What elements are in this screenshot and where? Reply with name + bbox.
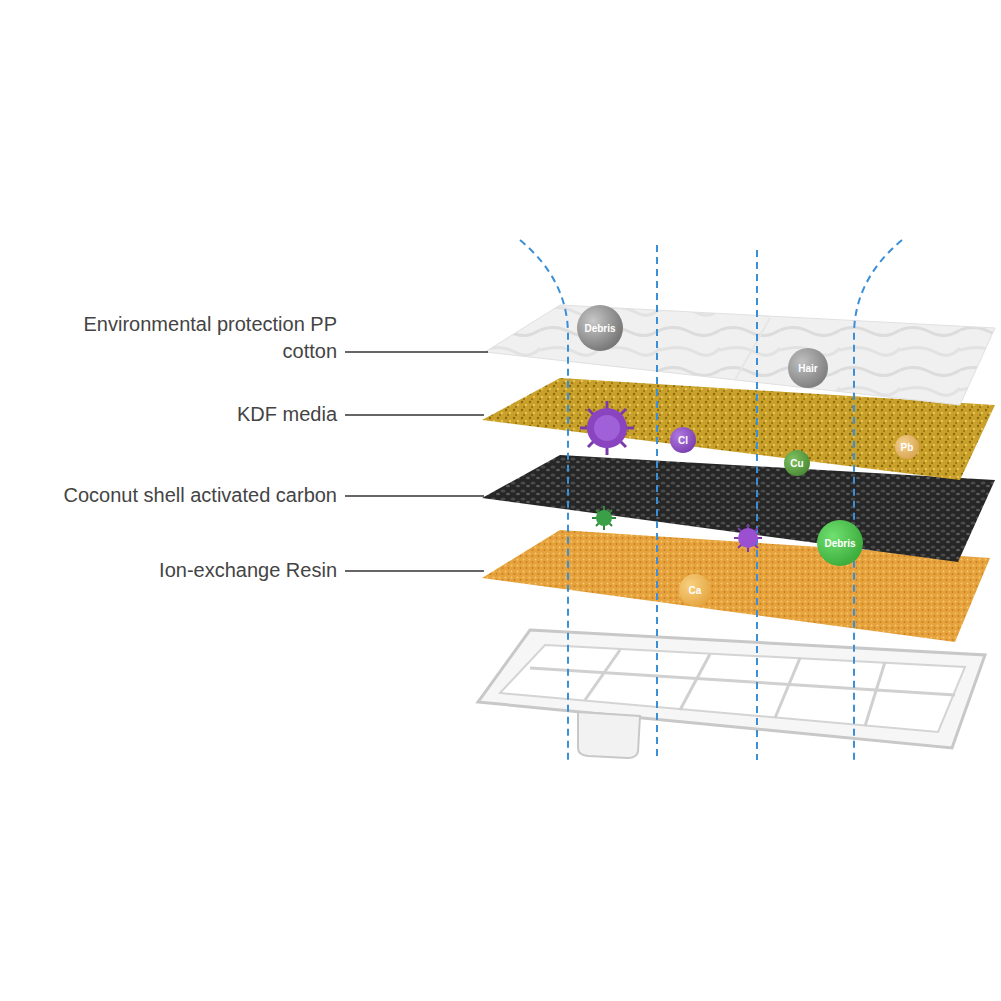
particle-circle: Cu [784,450,810,476]
microbe-icons [580,401,762,552]
cotton-seam [735,318,770,380]
particle-label: Ca [689,585,702,596]
particle-circle: Debris [817,520,863,566]
particle-label: Cu [790,458,803,469]
particle-label: Pb [901,442,914,453]
particle-circle: Cl [670,427,696,453]
particle-label: Debris [584,323,615,334]
layer-label: Environmental protection PP cotton [37,311,337,365]
particle-label: Hair [798,363,817,374]
particle-circle: Hair [788,348,828,388]
leader-lines [345,352,488,571]
filter-tray [478,630,985,758]
layer-label: Ion-exchange Resin [37,557,337,584]
particle-circle: Pb [895,435,919,459]
layer-label: KDF media [37,401,337,428]
particle-circle: Debris [577,305,623,351]
particle-label: Debris [824,538,855,549]
layer-label: Coconut shell activated carbon [37,482,337,509]
flow-lines [520,240,902,760]
cotton-layer [485,305,995,405]
particle-label: Cl [678,435,688,446]
particle-circle: Ca [679,574,711,606]
